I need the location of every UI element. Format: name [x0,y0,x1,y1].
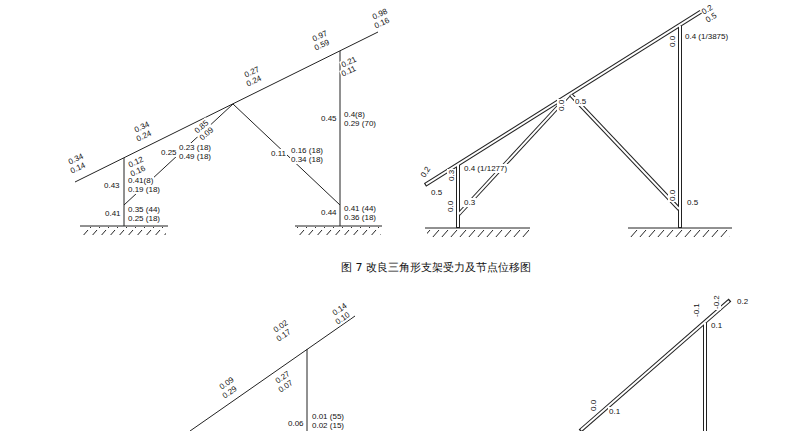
value-label: 0.41 [104,209,122,218]
force-frame-2 [190,316,355,431]
value-label: 0.5 [686,198,699,207]
value-label: 0.2 [736,297,749,306]
ground-hatch [297,227,381,235]
force-frame [75,32,382,226]
value-label: 0.0 [557,99,566,112]
value-label: 0.49 (18) [178,152,212,161]
value-label: 0.3 [463,198,476,207]
value-label: 0.1 [608,407,621,416]
value-label: 0.06 [287,419,305,428]
value-label: 0.45 [320,114,338,123]
ground-hatch [630,229,730,237]
value-label: 0.34 (18) [290,155,324,164]
value-label: 0.35 (44) [127,205,161,214]
value-label: 0.02 (15) [311,421,345,430]
ground-hatch [427,229,529,237]
value-label: 0.4(8) [343,110,366,119]
value-label: 0.41 (44) [343,204,377,213]
value-label: 0.1 [710,321,723,330]
value-label: 0.25 (18) [127,214,161,223]
value-label: 0.19 (18) [127,185,161,194]
value-label: 0.0 [668,35,677,48]
value-label: 0.5 [574,97,587,106]
value-label: 0.11 [270,149,287,158]
value-label: 0.36 (18) [343,213,377,222]
value-label: 0.43 [103,181,121,190]
value-label: 0.01 (55) [311,412,345,421]
value-label: 0.0 [446,200,455,213]
value-label: 0.44 [320,208,338,217]
value-label: 0.3 [447,169,456,182]
value-label: 0.16 (18) [290,146,324,155]
value-label: -0.1 [692,302,701,318]
value-label: 0.23 (18) [178,143,212,152]
value-label: 0.0 [668,189,677,202]
value-label: 0.25 [160,148,178,157]
value-label: 0.4 (1/3875) [684,32,729,41]
value-label: 0.2 [418,164,433,180]
displacement-frame [425,11,732,228]
ground-hatch [82,227,166,235]
value-label: 0.5 [430,188,443,197]
displacement-frame-2 [580,300,730,431]
value-label: 0.41(8) [127,176,154,185]
figure-caption: 图 7 改良三角形支架受力及节点位移图 [341,261,531,275]
value-label: -0.2 [712,294,721,310]
value-label: 0.4 (1/1277) [463,164,508,173]
value-label: 0.29 (70) [343,119,377,128]
value-label: 0.0 [589,399,598,412]
